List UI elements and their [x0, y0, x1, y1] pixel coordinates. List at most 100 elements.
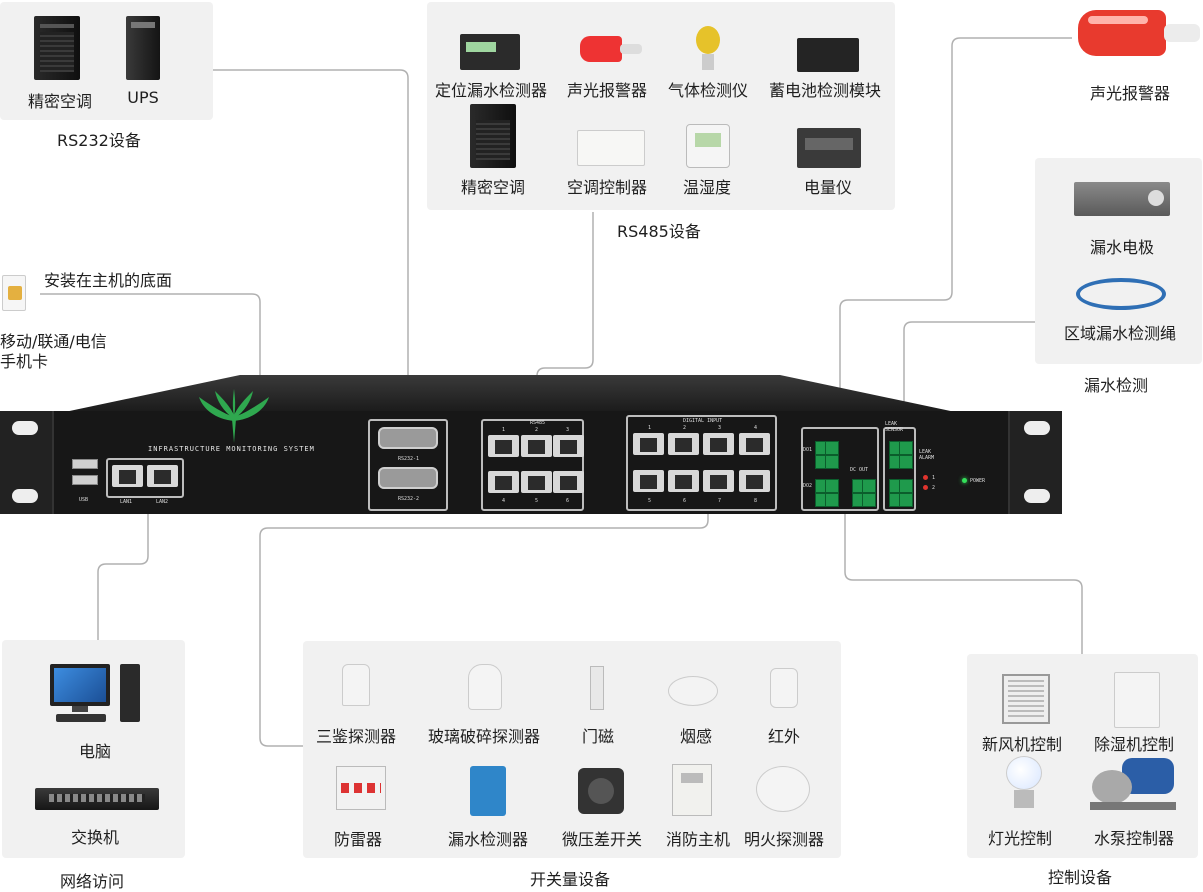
- lan-ports-frame: [106, 458, 184, 498]
- network-item-computer: 电脑: [78, 742, 111, 761]
- di-port-8[interactable]: [739, 470, 770, 492]
- usb-port-1[interactable]: [72, 459, 98, 469]
- leak-rope-icon: [1076, 278, 1166, 310]
- do2-terminal-b[interactable]: [825, 479, 839, 493]
- di-port-7[interactable]: [703, 470, 734, 492]
- leak-terminal-b[interactable]: [899, 441, 913, 455]
- sim-note: 安装在主机的底面: [44, 271, 173, 290]
- switch-io-item-fire-panel: 消防主机: [665, 830, 730, 849]
- dc-out-terminal-b[interactable]: [862, 479, 876, 493]
- rs485-port-3[interactable]: [553, 435, 584, 457]
- monitoring-host: USB LAN1 LAN2 INFRASTRUCTURE MONITORING …: [0, 375, 1062, 515]
- do2-terminal-d[interactable]: [825, 493, 839, 507]
- switch-io-group-label: 开关量设备: [530, 870, 611, 889]
- switch-io-item-tri-tech: 三鉴探测器: [315, 727, 396, 746]
- glass-break-detector-icon: [468, 664, 502, 710]
- digital-input-label: DIGITAL INPUT: [683, 418, 723, 424]
- do1-terminal-d[interactable]: [825, 455, 839, 469]
- infrared-detector-icon: [770, 668, 798, 708]
- di-port-4[interactable]: [739, 433, 770, 455]
- di-port-2[interactable]: [668, 433, 699, 455]
- do1-terminal-b[interactable]: [825, 441, 839, 455]
- dc-out-label: DC OUT: [850, 467, 869, 473]
- ac-controller-icon: [577, 130, 645, 166]
- rs485-port-5[interactable]: [521, 471, 552, 493]
- differential-pressure-switch-icon: [578, 768, 624, 814]
- digital-input-frame: [626, 415, 777, 511]
- di-port-num-1: 1: [648, 425, 652, 431]
- rs485-port-num-6: 6: [566, 498, 570, 504]
- rs485-item-siren: 声光报警器: [566, 81, 647, 100]
- di-port-num-2: 2: [683, 425, 687, 431]
- leak-terminal-d[interactable]: [899, 455, 913, 469]
- leak-group-label: 漏水检测: [1084, 376, 1149, 395]
- siren-icon-large: [1078, 10, 1200, 56]
- leak-alarm-led-1: [923, 475, 928, 480]
- leak-electrode-icon: [1074, 182, 1170, 216]
- rs485-item-thermo-hygrometer: 温湿度: [682, 178, 731, 197]
- alarm-right-label: 声光报警器: [1089, 84, 1170, 103]
- precision-ac-icon: [34, 16, 80, 80]
- rs485-port-6[interactable]: [553, 471, 584, 493]
- rs232-2-label: RS232-2: [398, 496, 420, 502]
- control-group-label: 控制设备: [1048, 868, 1113, 887]
- lan1-port[interactable]: [112, 465, 143, 487]
- rs232-1-port[interactable]: [378, 427, 438, 449]
- rs485-port-num-1: 1: [502, 427, 506, 433]
- control-item-dehumidifier: 除湿机控制: [1093, 735, 1174, 754]
- flame-detector-icon: [756, 766, 810, 812]
- rs485-item-gas-detector: 气体检测仪: [667, 81, 748, 100]
- switch-io-item-glass-break: 玻璃破碎探测器: [427, 727, 540, 746]
- leak-detector-module-icon: [470, 766, 506, 816]
- usb-port-2[interactable]: [72, 475, 98, 485]
- rs232-1-label: RS232-1: [398, 456, 420, 462]
- dehumidifier-icon: [1114, 672, 1160, 728]
- lan1-label: LAN1: [120, 499, 133, 505]
- thermo-hygrometer-icon: [686, 124, 730, 168]
- network-item-switch: 交换机: [70, 828, 119, 847]
- leak-alarm-num-2: 2: [932, 485, 936, 491]
- computer-icon: [50, 664, 142, 726]
- di-port-num-5: 5: [648, 498, 652, 504]
- smoke-detector-icon: [668, 676, 718, 706]
- do1-label: DO1: [803, 447, 813, 453]
- rs485-port-1[interactable]: [488, 435, 519, 457]
- di-port-1[interactable]: [633, 433, 664, 455]
- leak-terminal-h[interactable]: [899, 493, 913, 507]
- rs485-item-power-meter: 电量仪: [803, 178, 852, 197]
- di-port-6[interactable]: [668, 470, 699, 492]
- leak-terminal-f[interactable]: [899, 479, 913, 493]
- do2-label: DO2: [803, 483, 813, 489]
- di-port-5[interactable]: [633, 470, 664, 492]
- lan2-port[interactable]: [147, 465, 178, 487]
- control-item-lighting: 灯光控制: [987, 829, 1052, 848]
- gas-detector-icon: [692, 18, 724, 70]
- rs232-ports-frame: [368, 419, 448, 511]
- di-port-3[interactable]: [703, 433, 734, 455]
- switch-io-item-smoke: 烟感: [679, 727, 712, 746]
- sim-card-icon: [2, 275, 26, 311]
- switch-io-item-flame: 明火探测器: [743, 830, 824, 849]
- network-group-label: 网络访问: [60, 872, 125, 891]
- rs232-2-port[interactable]: [378, 467, 438, 489]
- leak-alarm-num-1: 1: [932, 475, 936, 481]
- tri-tech-detector-icon: [342, 664, 370, 706]
- rs485-port-2[interactable]: [521, 435, 552, 457]
- switch-io-item-leak: 漏水检测器: [447, 830, 528, 849]
- dc-out-terminal-d[interactable]: [862, 493, 876, 507]
- power-label: POWER: [970, 478, 986, 484]
- fire-alarm-panel-icon: [672, 764, 712, 816]
- power-meter-icon: [797, 128, 861, 168]
- rack-ear-right: [1010, 411, 1062, 514]
- rs485-label: RS485: [530, 420, 546, 426]
- di-port-num-8: 8: [754, 498, 758, 504]
- power-led: [962, 478, 967, 483]
- brand-text: INFRASTRUCTURE MONITORING SYSTEM: [148, 445, 315, 453]
- control-item-pump: 水泵控制器: [1093, 829, 1174, 848]
- switch-io-item-infrared: 红外: [767, 727, 800, 746]
- rs485-port-4[interactable]: [488, 471, 519, 493]
- di-port-num-3: 3: [718, 425, 722, 431]
- leak-sensor-frame: [883, 427, 916, 511]
- rs485-ports-frame: [481, 419, 584, 511]
- lan2-label: LAN2: [156, 499, 169, 505]
